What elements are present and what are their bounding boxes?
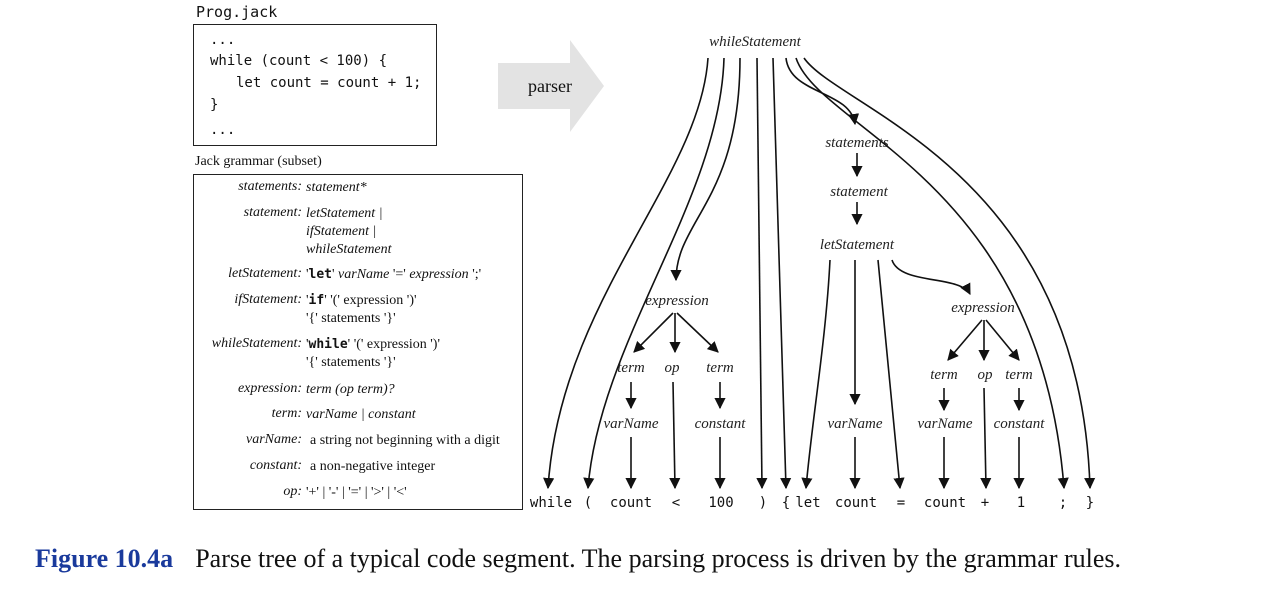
edge — [803, 57, 1096, 490]
keyword: let — [308, 267, 333, 282]
node-varname: varName — [828, 416, 883, 432]
node-varname: varName — [604, 416, 659, 432]
node-whilestatement: whileStatement — [709, 34, 801, 50]
node-term: term — [706, 360, 734, 376]
program-title: Prog.jack — [196, 3, 278, 21]
node-expression: expression — [645, 293, 709, 309]
code-box: ... while (count < 100) { let count = co… — [193, 24, 437, 146]
token: ) — [759, 495, 767, 511]
token: count — [835, 495, 877, 511]
code-line: while (count < 100) { — [210, 53, 388, 69]
node-statements: statements — [825, 135, 888, 151]
code-line: ... — [210, 32, 236, 48]
edge — [891, 259, 971, 295]
edge — [543, 57, 709, 490]
grammar-box: statements: statement* statement: letSta… — [193, 174, 523, 510]
edge — [980, 387, 992, 490]
rule-name: expression: — [237, 381, 302, 396]
edge — [756, 57, 768, 490]
rule-def: '+' | '-' | '=' | '>' | '<' — [306, 485, 407, 500]
parser-label: parser — [528, 76, 572, 96]
rule-part: expression — [409, 267, 469, 282]
token: } — [1086, 495, 1094, 511]
edge — [633, 312, 674, 353]
rule-def: '{' statements '}' — [306, 311, 396, 326]
rule-name: statements: — [238, 179, 302, 194]
rule-name: ifStatement: — [234, 292, 302, 307]
rule-name: letStatement: — [228, 266, 302, 281]
rule-def: '{' statements '}' — [306, 355, 396, 370]
rule-name: varName: — [246, 432, 302, 447]
token: < — [672, 495, 680, 511]
edge — [583, 57, 725, 490]
tree-edges — [543, 57, 1096, 490]
node-statement: statement — [830, 184, 888, 200]
node-term: term — [617, 360, 645, 376]
code-line: ... — [210, 122, 236, 138]
rule-def: varName | constant — [306, 407, 416, 422]
node-term: term — [930, 367, 958, 383]
token: + — [981, 495, 989, 511]
parse-tree-diagram: parser — [498, 34, 1096, 511]
rule-def: a non-negative integer — [310, 459, 436, 474]
rule-def: whileStatement — [306, 242, 392, 257]
token: 100 — [708, 495, 733, 511]
edge — [947, 319, 983, 361]
edge — [795, 57, 1069, 490]
token: 1 — [1017, 495, 1025, 511]
edge — [877, 259, 905, 490]
token: { — [782, 495, 790, 511]
node-term: term — [1005, 367, 1033, 383]
rule-def: statement* — [306, 180, 367, 195]
node-op: op — [665, 360, 681, 376]
rule-name: constant: — [249, 458, 302, 473]
rule-name: op: — [283, 484, 302, 499]
rule-part: '(' expression ')' — [353, 337, 440, 352]
figure-caption: Figure 10.4a Parse tree of a typical code… — [35, 543, 1255, 575]
token: count — [610, 495, 652, 511]
rule-def: term (op term)? — [306, 382, 395, 397]
grammar-title: Jack grammar (subset) — [195, 154, 322, 169]
rule-part: varName — [338, 267, 390, 282]
rule-part: ';' — [472, 267, 482, 282]
node-constant: constant — [695, 416, 747, 432]
rule-def: 'let' varName '=' expression ';' — [306, 267, 482, 282]
code-line: } — [210, 97, 219, 113]
keyword: while — [308, 337, 348, 352]
token: ( — [584, 495, 592, 511]
node-letstatement: letStatement — [820, 237, 895, 253]
token: count — [924, 495, 966, 511]
rule-part: '(' expression ')' — [330, 293, 417, 308]
edge — [985, 319, 1020, 361]
rule-def: ifStatement | — [306, 224, 377, 239]
edge — [772, 57, 792, 490]
figure-number: Figure 10.4a — [35, 544, 174, 573]
rule-def: 'if' '(' expression ')' — [306, 293, 417, 308]
node-varname: varName — [918, 416, 973, 432]
caption-text: Parse tree of a typical code segment. Th… — [195, 544, 1122, 573]
code-line: let count = count + 1; — [236, 75, 422, 91]
rule-name: term: — [271, 406, 302, 421]
node-constant: constant — [994, 416, 1046, 432]
token: while — [530, 495, 572, 511]
keyword: if — [308, 293, 325, 308]
rule-def: a string not beginning with a digit — [310, 433, 500, 448]
parser-arrow-shape — [498, 40, 604, 132]
token: let — [795, 495, 820, 511]
rule-name: whileStatement: — [211, 336, 302, 351]
rule-name: statement: — [243, 205, 302, 220]
node-expression: expression — [951, 300, 1015, 316]
rule-def: letStatement | — [306, 206, 383, 221]
token: = — [897, 495, 905, 511]
token: ; — [1059, 495, 1067, 511]
edge — [801, 259, 831, 490]
node-op: op — [978, 367, 994, 383]
edge — [670, 57, 741, 282]
rule-part: '=' — [392, 267, 406, 282]
edge — [669, 381, 681, 490]
rule-def: 'while' '(' expression ')' — [306, 337, 440, 352]
edge — [676, 312, 719, 353]
